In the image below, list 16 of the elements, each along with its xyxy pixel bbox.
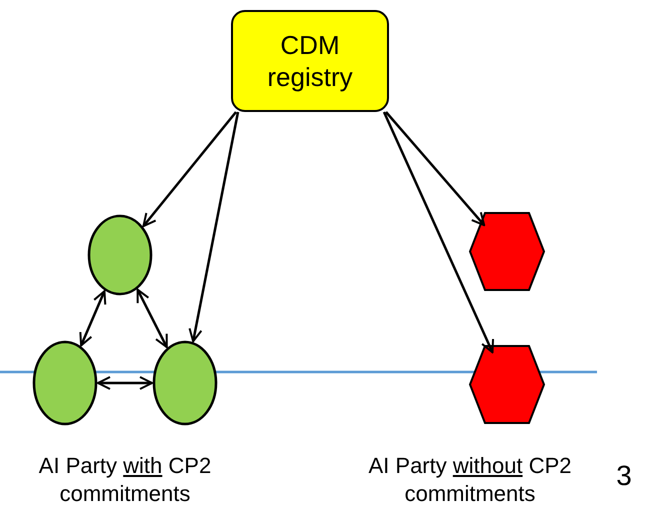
arrow [385, 111, 486, 226]
hexagon-shape [469, 212, 545, 291]
arrow [136, 288, 168, 348]
arrow [142, 111, 237, 228]
group-caption: AI Party without CP2 commitments [368, 452, 572, 508]
arrow [382, 111, 494, 354]
ellipse-shape [33, 341, 97, 425]
registry-box: CDM registry [231, 10, 389, 112]
group-caption: AI Party with CP2 commitments [38, 452, 212, 508]
arrow [97, 376, 153, 390]
slide-number: 3 [615, 462, 633, 490]
arrow [188, 112, 240, 342]
hexagon-shape [469, 345, 545, 424]
arrow [79, 290, 106, 346]
ellipse-shape [88, 215, 152, 295]
ellipse-shape [153, 341, 217, 425]
